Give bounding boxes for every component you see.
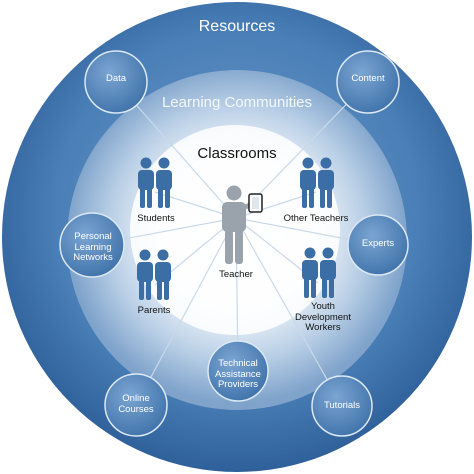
node-label-experts: Experts [361, 238, 395, 249]
person-icon [155, 249, 171, 300]
spoke-line [235, 217, 343, 407]
resource-node [207, 340, 269, 402]
resource-node [59, 212, 125, 278]
person-icon [156, 157, 172, 208]
person-icon [137, 249, 153, 300]
node-label-personal-learning-networks: Personal Learning Networks [73, 231, 113, 264]
node-label-tutorials: Tutorials [323, 400, 361, 411]
resource-node [347, 214, 409, 276]
node-label-content: Content [351, 73, 385, 84]
resource-node [336, 50, 400, 114]
teacher-figure [222, 185, 257, 264]
resource-node [311, 375, 373, 437]
tablet-icon [248, 193, 263, 213]
node-label-technical-assistance-providers: Technical Assistance Providers [215, 358, 261, 391]
teacher-label: Teacher [219, 269, 253, 280]
resource-node [84, 50, 148, 114]
person-icon [300, 157, 316, 208]
classrooms-title: Classrooms [197, 145, 277, 162]
group-label-parents: Parents [137, 305, 171, 316]
person-icon [302, 247, 318, 298]
group-label-youth-development-workers: Youth Development Workers [295, 301, 351, 334]
group-label-students: Students [137, 213, 175, 224]
person-icon [318, 157, 334, 208]
person-icon [138, 157, 154, 208]
spoke-line [135, 217, 237, 406]
people-groups [137, 157, 336, 300]
node-label-online-courses: Online Courses [118, 393, 154, 415]
outer-nodes [59, 50, 409, 437]
person-icon [320, 247, 336, 298]
group-label-other-teachers: Other Teachers [283, 213, 349, 224]
resources-title: Resources [198, 18, 276, 35]
learning-communities-title: Learning Communities [161, 94, 313, 111]
resource-node [104, 373, 168, 437]
node-label-data: Data [105, 73, 127, 84]
